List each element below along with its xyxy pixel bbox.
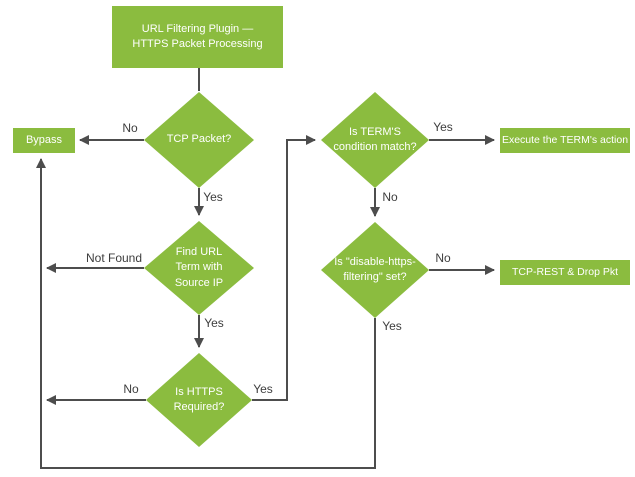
- tcp-packet-decision-shape: [144, 92, 254, 188]
- https-required-decision-shape: [146, 353, 252, 447]
- term-condition-decision-shape: [321, 92, 429, 188]
- edge-disable-yes-to-bypass: [36, 158, 376, 469]
- tcp-rest-drop-node-shape: [500, 260, 630, 285]
- bypass-node-shape: [13, 128, 75, 153]
- find-url-term-decision-shape: [144, 221, 254, 315]
- disable-https-decision-shape: [321, 222, 429, 318]
- execute-action-node-shape: [500, 128, 630, 153]
- edge-https-yes-to-term: [252, 135, 316, 401]
- start-node-shape: [112, 6, 283, 68]
